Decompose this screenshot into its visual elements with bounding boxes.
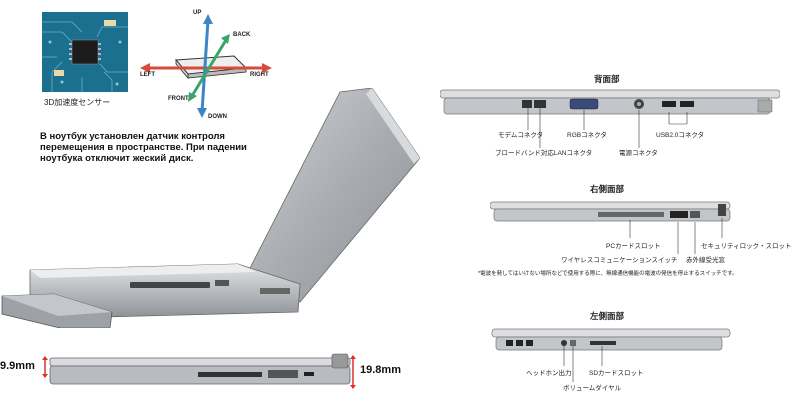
motion-axes-diagram: UP BACK LEFT RIGHT FRONT DOWN: [138, 10, 278, 122]
sensor-description: В ноутбук установлен датчик контроля пер…: [40, 131, 247, 164]
laptop-side-profile: [48, 350, 358, 388]
left-side-title: 左側面部: [590, 311, 625, 321]
right-label-pc-card: PCカードスロット: [606, 243, 661, 250]
sensor-caption: 3D加速度センサー: [44, 98, 111, 107]
rear-label-lan: ブロードバンド対応LANコネクタ: [495, 150, 593, 157]
right-label-infrared: 赤外線受光窓: [686, 257, 725, 264]
dimension-thick-marker: [350, 355, 356, 389]
right-leader-lines: [629, 218, 723, 254]
rear-leader-lines: [527, 108, 688, 148]
arrow-label-back: BACK: [233, 32, 251, 38]
left-label-volume: ボリュームダイヤル: [563, 385, 622, 392]
left-label-headphone: ヘッドホン出力: [526, 370, 572, 377]
rear-title: 背面部: [594, 74, 620, 84]
left-leader-lines: [563, 346, 603, 382]
left-label-sd: SDカードスロット: [589, 370, 644, 377]
right-label-security: セキュリティロック・スロット: [701, 243, 792, 250]
arrow-label-right: RIGHT: [250, 72, 269, 78]
dimension-thin-marker: [42, 356, 48, 378]
dimension-thick-label: 19.8mm: [360, 364, 401, 376]
laptop-open-photo: [0, 88, 420, 328]
rear-label-rgb: RGBコネクタ: [567, 132, 607, 139]
right-label-wireless: ワイヤレスコミュニケーションスイッチ: [561, 257, 678, 264]
rear-label-modem: モデムコネクタ: [498, 132, 544, 139]
arrow-label-down: DOWN: [208, 114, 227, 120]
rear-label-usb: USB2.0コネクタ: [656, 132, 705, 139]
arrow-label-front: FRONT: [168, 96, 189, 102]
arrow-label-left: LEFT: [140, 72, 155, 78]
right-side-note: *電波を発してはいけない場所などで使用する際に、無線通信機能の電波の発信を停止す…: [478, 271, 738, 277]
dimension-thin-label: 9.9mm: [0, 360, 35, 372]
rear-label-power: 電源コネクタ: [619, 150, 658, 157]
left-side-panel-photo: [490, 325, 735, 353]
sensor-chip-photo: [42, 12, 128, 92]
right-side-panel-photo: [490, 198, 735, 224]
rear-panel-photo: [440, 86, 780, 120]
arrow-label-up: UP: [193, 10, 202, 16]
right-side-title: 右側面部: [590, 184, 625, 194]
